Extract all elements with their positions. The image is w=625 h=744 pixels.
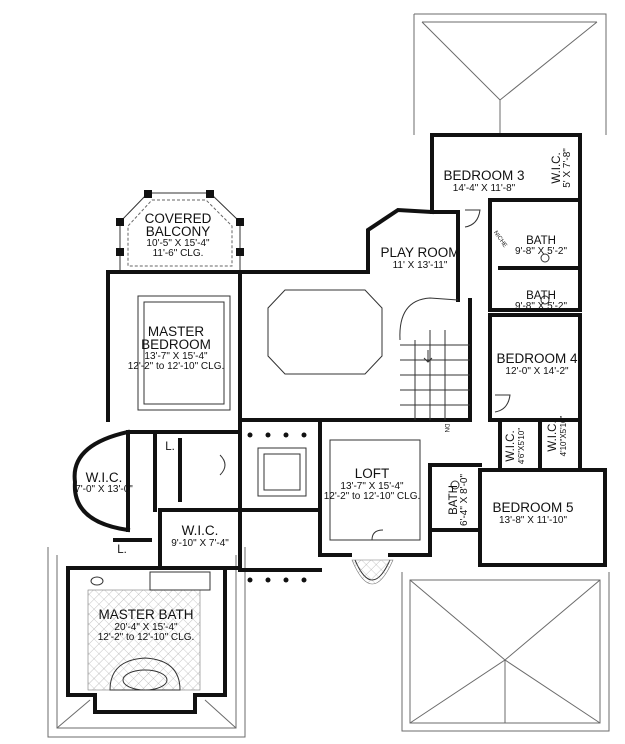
balcony-name-1: COVERED: [145, 211, 212, 226]
bath1-dims: 9'-8" X 5'-2": [515, 246, 568, 257]
bedroom3-dims: 14'-4" X 11'-8": [453, 183, 516, 194]
room-wic-b4a: W.I.C. 4'6"X5'10": [505, 428, 526, 464]
play-room-name: PLAY ROOM: [380, 245, 459, 260]
bedroom5-dims: 13'-8" X 11'-10": [499, 515, 567, 526]
wic-b4a-name: W.I.C.: [505, 430, 517, 461]
niche-text: NICHE: [492, 230, 508, 249]
bath3-name: BATH: [448, 485, 460, 515]
room-bath-1: BATH 9'-8" X 5'-2": [515, 235, 568, 257]
exterior-walls: [66, 133, 607, 714]
wic-master-dims: 9'-10" X 7'-4": [171, 538, 229, 549]
loft-ceiling: 12'-2" to 12'-10" CLG.: [324, 491, 421, 502]
room-master-bath: MASTER BATH 20'-4" X 15'-4" 12'-2" to 12…: [98, 607, 195, 643]
room-wic-bedroom-3: W.I.C. 5' X 7'-8": [551, 148, 573, 188]
bedroom4-dims: 12'-0" X 14'-2": [505, 366, 569, 377]
wic-left-name: W.I.C.: [86, 470, 123, 485]
linen1-name: L.: [165, 441, 175, 453]
balcony-dims: 10'-5" X 15'-4": [146, 238, 210, 249]
bedroom4-name: BEDROOM 4: [496, 351, 578, 366]
room-bath-3: BATH 6'-4" X 8'-0": [448, 474, 470, 527]
bath1-name: BATH: [526, 235, 556, 247]
bath3-dims: 6'-4" X 8'-0": [459, 474, 470, 527]
master-bedroom-dims: 13'-7" X 15'-4": [144, 351, 208, 362]
master-bedroom-name-2: BEDROOM: [141, 337, 211, 352]
room-loft: LOFT 13'-7" X 15'-4" 12'-2" to 12'-10" C…: [324, 466, 421, 502]
balcony-ceiling: 11'-6" CLG.: [153, 248, 204, 259]
master-bedroom-name-1: MASTER: [148, 324, 205, 339]
bedroom5-name: BEDROOM 5: [492, 500, 573, 515]
loft-dims: 13'-7" X 15'-4": [340, 481, 404, 492]
roof-outlines: [47, 13, 610, 738]
wic-b4b-dims: 4'10"X5'10": [559, 415, 568, 456]
wic-b4a-dims: 4'6"X5'10": [517, 428, 526, 464]
niche-label: NICHE: [492, 230, 508, 249]
room-bedroom-4: BEDROOM 4 12'-0" X 14'-2": [496, 351, 578, 377]
room-bedroom-5: BEDROOM 5 13'-8" X 11'-10": [492, 500, 573, 526]
master-bath-ceiling: 12'-2" to 12'-10" CLG.: [98, 632, 195, 643]
loft-name: LOFT: [355, 466, 390, 481]
room-wic-left: W.I.C. 7'-0" X 13'-0": [75, 470, 133, 495]
wic-b4b-name: W.I.C.: [547, 420, 559, 451]
wic-b3-name: W.I.C.: [551, 152, 563, 183]
linen-closet-2: L.: [117, 544, 127, 556]
wic-b3-dims: 5' X 7'-8": [562, 148, 573, 188]
linen2-name: L.: [117, 544, 127, 556]
master-bath-dims: 20'-4" X 15'-4": [114, 622, 178, 633]
room-covered-balcony: COVERED BALCONY 10'-5" X 15'-4" 11'-6" C…: [145, 211, 212, 259]
master-bath-name: MASTER BATH: [98, 607, 193, 622]
bath2-dims: 9'-8" X 5'-2": [515, 301, 568, 312]
master-bedroom-ceiling: 12'-2" to 12'-10" CLG.: [128, 361, 225, 372]
room-bedroom-3: BEDROOM 3 14'-4" X 11'-8": [443, 168, 524, 194]
room-wic-master: W.I.C. 9'-10" X 7'-4": [171, 523, 229, 549]
interior-details: [87, 209, 550, 691]
room-bath-2: BATH 9'-8" X 5'-2": [515, 290, 568, 312]
balcony-name-2: BALCONY: [146, 224, 211, 239]
stair-dn-text: DN: [443, 424, 449, 433]
room-play-room: PLAY ROOM 11' X 13'-11": [380, 245, 459, 271]
room-master-bedroom: MASTER BEDROOM 13'-7" X 15'-4" 12'-2" to…: [128, 324, 225, 372]
wic-left-dims: 7'-0" X 13'-0": [75, 484, 133, 495]
linen-closet-1: L.: [165, 441, 175, 453]
bedroom3-name: BEDROOM 3: [443, 168, 524, 183]
stair-label: DN: [443, 424, 449, 433]
play-room-dims: 11' X 13'-11": [393, 260, 448, 271]
room-wic-b4b: W.I.C. 4'10"X5'10": [547, 415, 568, 456]
bath2-name: BATH: [526, 290, 556, 302]
wic-master-name: W.I.C.: [182, 523, 219, 538]
